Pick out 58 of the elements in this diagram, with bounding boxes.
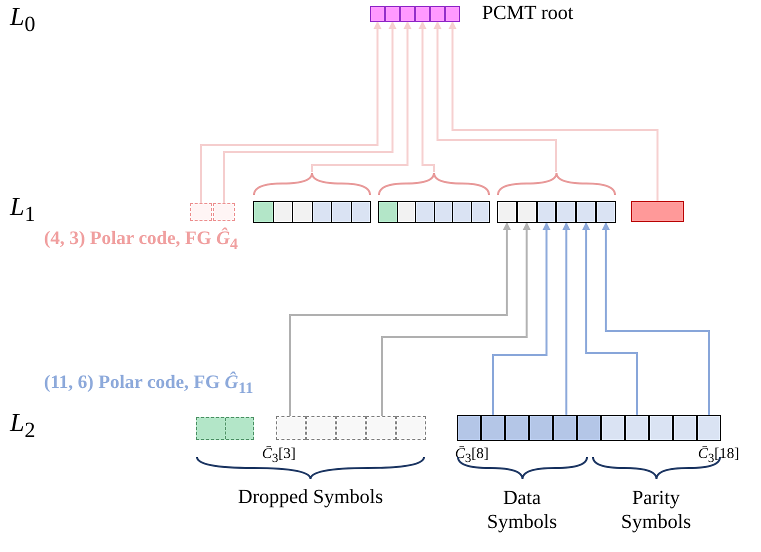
parity-symbol-cell bbox=[673, 415, 697, 441]
root-symbol-cell bbox=[445, 6, 460, 22]
group-label: Parity Symbols bbox=[620, 486, 692, 534]
root-symbol-cell bbox=[370, 6, 385, 22]
parity-symbol-cell bbox=[649, 415, 673, 441]
dropped-symbol-cell bbox=[396, 416, 426, 440]
arrow bbox=[311, 21, 412, 172]
level-label: L$_{0}$ bbox=[10, 2, 36, 38]
index-label: C̄$_{3}$[18] bbox=[698, 446, 740, 466]
parity-symbol-cell bbox=[697, 415, 721, 441]
dropped-symbol-cell bbox=[213, 203, 235, 221]
parity-symbol-cell bbox=[625, 415, 649, 441]
arrow bbox=[492, 222, 550, 415]
level-label: L$_{2}$ bbox=[10, 408, 36, 444]
dropped-symbol-pair bbox=[196, 417, 254, 440]
symbol-cell bbox=[497, 201, 517, 223]
symbol-block bbox=[378, 172, 490, 223]
arrow bbox=[381, 222, 531, 416]
symbol-bar bbox=[631, 201, 684, 222]
data-symbol-cell bbox=[457, 415, 481, 441]
symbol-cell bbox=[596, 201, 616, 223]
root-symbol-cell bbox=[400, 6, 415, 22]
code-label: (11, 6) Polar code, FG Ĝ$_{11}$ bbox=[44, 372, 254, 398]
symbol-block bbox=[253, 172, 371, 223]
code-label: (4, 3) Polar code, FG Ĝ$_{4}$ bbox=[44, 228, 238, 254]
data-symbol-cell bbox=[481, 415, 505, 441]
dropped-symbol-cell bbox=[276, 416, 306, 440]
arrow bbox=[562, 222, 570, 415]
group-label: Dropped Symbols bbox=[238, 486, 383, 509]
symbol-block bbox=[497, 172, 616, 223]
data-symbol-cell bbox=[577, 415, 601, 441]
symbol-cell bbox=[556, 201, 576, 223]
dropped-symbol-cell bbox=[190, 203, 212, 221]
dropped-symbol-cell bbox=[366, 416, 396, 440]
symbol-cell bbox=[516, 201, 537, 223]
level-label: L$_{1}$ bbox=[10, 192, 36, 228]
arrow bbox=[418, 21, 435, 172]
group-label: Data Symbols bbox=[486, 486, 558, 534]
symbol-cell bbox=[536, 201, 556, 223]
dropped-symbol-cell bbox=[336, 416, 366, 440]
arrow bbox=[602, 222, 710, 415]
root-symbol-cell bbox=[430, 6, 445, 22]
parity-symbol-cell bbox=[601, 415, 625, 441]
data-symbol-cell bbox=[553, 415, 577, 441]
root-symbol-cell bbox=[415, 6, 430, 22]
data-symbol-cell bbox=[529, 415, 553, 441]
index-label: C̄$_{3}$[3] bbox=[262, 446, 296, 466]
arrow bbox=[223, 21, 396, 203]
arrow bbox=[448, 21, 658, 201]
arrow bbox=[434, 21, 557, 172]
symbol-cell bbox=[576, 201, 596, 223]
data-symbol-cell bbox=[505, 415, 529, 441]
root-label: PCMT root bbox=[482, 2, 574, 25]
root-symbol-cell bbox=[385, 6, 400, 22]
arrow bbox=[200, 21, 382, 203]
dropped-symbol-cell bbox=[306, 416, 336, 440]
arrow bbox=[289, 222, 511, 416]
arrow bbox=[582, 222, 638, 415]
